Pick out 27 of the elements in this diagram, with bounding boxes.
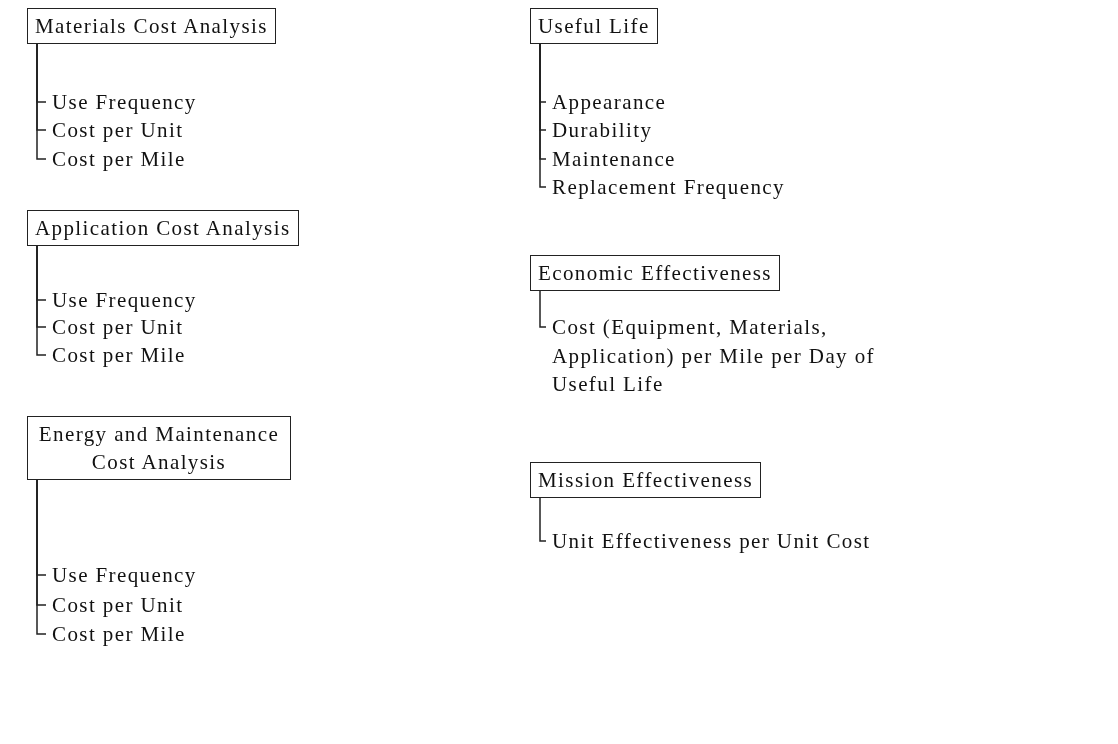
list-item: Durability	[546, 116, 653, 145]
list-item: Replacement Frequency	[546, 173, 785, 202]
list-item: Cost per Unit	[46, 313, 184, 342]
list-item: Cost (Equipment, Materials, Application) per Mile per Day of Useful Life	[546, 313, 912, 399]
connector-line	[36, 245, 47, 356]
category-box: Application Cost Analysis	[27, 210, 299, 246]
connector-line	[539, 497, 547, 542]
list-item: Use Frequency	[46, 286, 197, 315]
list-item: Unit Effectiveness per Unit Cost	[546, 527, 882, 556]
connector-line	[36, 479, 47, 635]
list-item: Appearance	[546, 88, 667, 117]
list-item: Cost per Mile	[46, 620, 186, 649]
list-item: Cost per Mile	[46, 341, 186, 370]
list-item: Cost per Unit	[46, 116, 184, 145]
list-item: Maintenance	[546, 145, 676, 174]
category-box: Materials Cost Analysis	[27, 8, 276, 44]
connector-line	[36, 43, 47, 160]
category-box: Mission Effectiveness	[530, 462, 762, 498]
connector-line	[539, 290, 547, 328]
list-item: Cost per Mile	[46, 145, 186, 174]
category-box: Economic Effectiveness	[530, 255, 780, 291]
list-item: Cost per Unit	[46, 591, 184, 620]
list-item: Use Frequency	[46, 561, 197, 590]
connector-line	[539, 43, 547, 188]
list-item: Use Frequency	[46, 88, 197, 117]
category-box: Energy and Maintenance Cost Analysis	[27, 416, 291, 480]
category-box: Useful Life	[530, 8, 658, 44]
